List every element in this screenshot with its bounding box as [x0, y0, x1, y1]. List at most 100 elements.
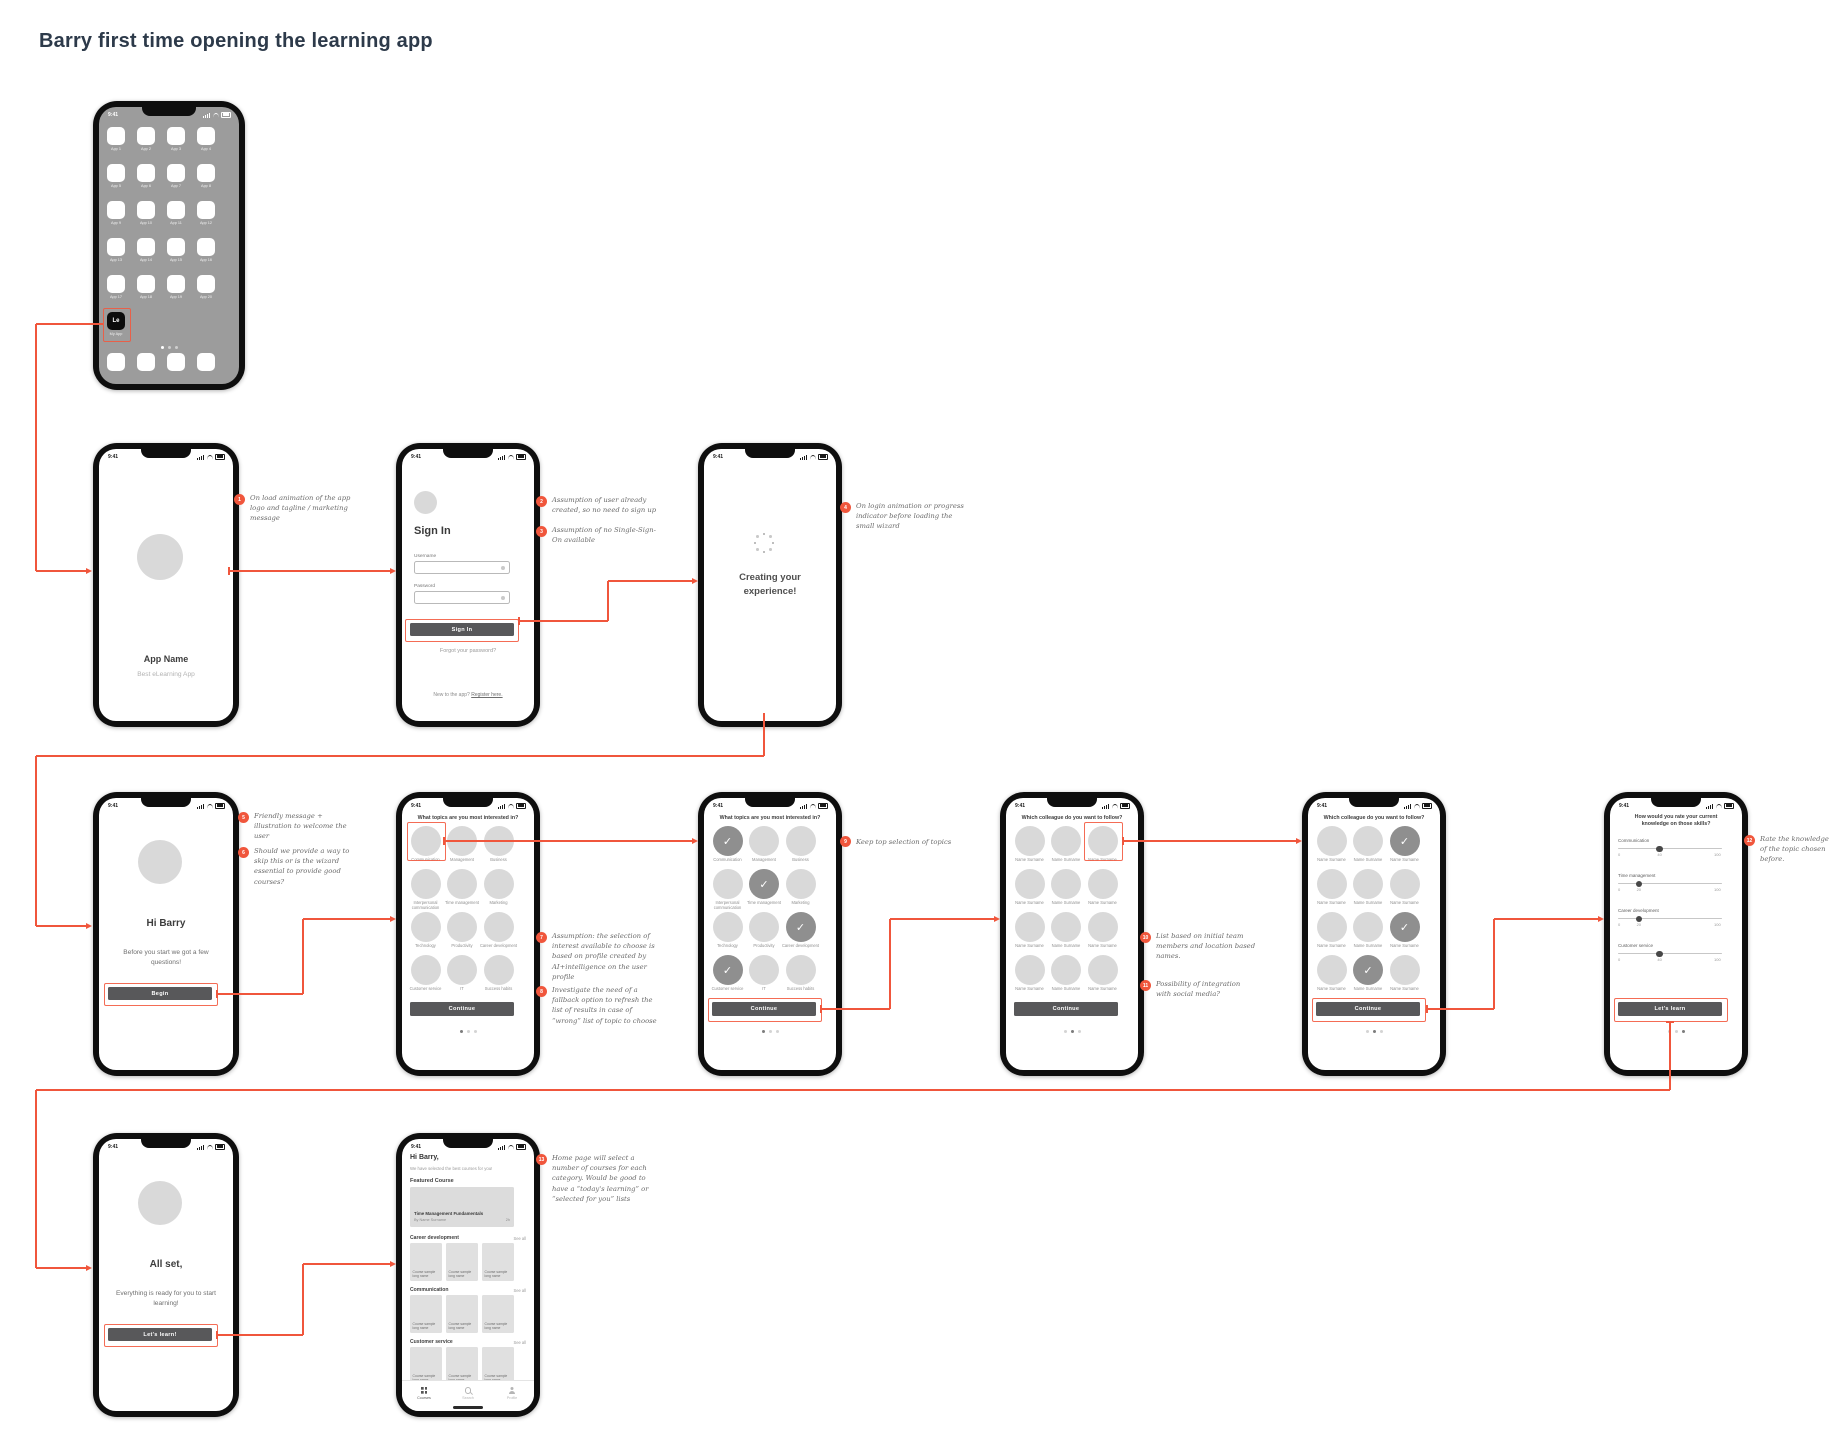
- colleague-circle[interactable]: [1353, 912, 1383, 942]
- topic-circle[interactable]: [447, 912, 477, 942]
- username-input[interactable]: [414, 561, 510, 574]
- learning-app-icon[interactable]: Le: [107, 312, 125, 330]
- topic-circle[interactable]: [785, 955, 816, 985]
- app-icon[interactable]: [167, 238, 185, 256]
- continue-button[interactable]: Continue: [712, 1002, 816, 1016]
- colleague-circle[interactable]: [1316, 869, 1347, 899]
- app-icon[interactable]: [107, 238, 125, 256]
- colleague-circle[interactable]: [1353, 826, 1383, 856]
- begin-button[interactable]: Begin: [108, 987, 212, 1000]
- colleague-circle[interactable]: [1316, 826, 1347, 856]
- app-icon[interactable]: [197, 238, 215, 256]
- colleague-circle[interactable]: [1014, 955, 1045, 985]
- slider-handle[interactable]: [1656, 950, 1663, 957]
- colleague-circle[interactable]: [1051, 869, 1081, 899]
- course-card[interactable]: Course sample long name: [446, 1347, 478, 1385]
- course-card[interactable]: Course sample long name: [482, 1347, 514, 1385]
- topic-circle[interactable]: [749, 955, 779, 985]
- topic-circle[interactable]: ✓: [712, 955, 743, 985]
- app-icon[interactable]: [137, 201, 155, 219]
- topic-circle[interactable]: [410, 826, 441, 856]
- lets-learn-button[interactable]: Let's learn!: [108, 1328, 212, 1341]
- slider-handle[interactable]: [1635, 880, 1643, 887]
- app-icon[interactable]: [107, 164, 125, 182]
- slider-track[interactable]: [1618, 848, 1722, 850]
- colleague-circle[interactable]: [1316, 955, 1347, 985]
- dock-app-icon[interactable]: [107, 353, 125, 371]
- course-card[interactable]: Course sample long name: [446, 1243, 478, 1281]
- colleague-circle[interactable]: [1087, 869, 1118, 899]
- continue-button[interactable]: Continue: [410, 1002, 514, 1016]
- see-all-link[interactable]: See all: [513, 1340, 526, 1345]
- see-all-link[interactable]: See all: [513, 1288, 526, 1293]
- tab-search[interactable]: Search: [446, 1381, 490, 1411]
- app-icon[interactable]: [197, 275, 215, 293]
- course-card[interactable]: Course sample long name: [446, 1295, 478, 1333]
- colleague-circle[interactable]: ✓: [1389, 912, 1420, 942]
- tab-profile[interactable]: Profile: [490, 1381, 534, 1411]
- topic-circle[interactable]: [483, 912, 514, 942]
- topic-circle[interactable]: [447, 955, 477, 985]
- slider-track[interactable]: [1618, 918, 1722, 920]
- course-card[interactable]: Course sample long name: [410, 1347, 442, 1385]
- app-icon[interactable]: [197, 164, 215, 182]
- app-icon[interactable]: [107, 201, 125, 219]
- forgot-password-link[interactable]: Forgot your password?: [439, 648, 497, 654]
- app-icon[interactable]: [167, 275, 185, 293]
- app-icon[interactable]: [137, 127, 155, 145]
- slider-handle[interactable]: [1635, 915, 1643, 922]
- topic-circle[interactable]: ✓: [712, 826, 743, 856]
- app-icon[interactable]: [107, 127, 125, 145]
- colleague-circle[interactable]: [1087, 955, 1118, 985]
- app-icon[interactable]: [167, 201, 185, 219]
- slider-track[interactable]: [1618, 953, 1722, 955]
- course-card[interactable]: Course sample long name: [410, 1243, 442, 1281]
- colleague-circle[interactable]: ✓: [1389, 826, 1420, 856]
- colleague-circle[interactable]: [1087, 826, 1118, 856]
- colleague-circle[interactable]: [1014, 869, 1045, 899]
- topic-circle[interactable]: [410, 955, 441, 985]
- app-icon[interactable]: [167, 127, 185, 145]
- topic-circle[interactable]: [712, 869, 743, 899]
- continue-button[interactable]: Continue: [1316, 1002, 1420, 1016]
- colleague-circle[interactable]: [1316, 912, 1347, 942]
- password-input[interactable]: [414, 591, 510, 604]
- app-icon[interactable]: [197, 201, 215, 219]
- app-icon[interactable]: [167, 164, 185, 182]
- tab-courses[interactable]: Courses: [402, 1381, 446, 1411]
- dock-app-icon[interactable]: [197, 353, 215, 371]
- colleague-circle[interactable]: [1353, 869, 1383, 899]
- course-card[interactable]: Course sample long name: [482, 1243, 514, 1281]
- colleague-circle[interactable]: [1389, 955, 1420, 985]
- colleague-circle[interactable]: [1389, 869, 1420, 899]
- course-card[interactable]: Course sample long name: [410, 1295, 442, 1333]
- dock-app-icon[interactable]: [167, 353, 185, 371]
- topic-circle[interactable]: ✓: [749, 869, 779, 899]
- topic-circle[interactable]: [785, 826, 816, 856]
- app-icon[interactable]: [107, 275, 125, 293]
- course-card[interactable]: Course sample long name: [482, 1295, 514, 1333]
- featured-course-card[interactable]: Time Management Fundamentals By Name Sur…: [410, 1187, 514, 1227]
- topic-circle[interactable]: [483, 869, 514, 899]
- continue-button[interactable]: Continue: [1014, 1002, 1118, 1016]
- slider-track[interactable]: [1618, 883, 1722, 885]
- topic-circle[interactable]: [410, 912, 441, 942]
- colleague-circle[interactable]: [1051, 955, 1081, 985]
- topic-circle[interactable]: [749, 912, 779, 942]
- colleague-circle[interactable]: ✓: [1353, 955, 1383, 985]
- see-all-link[interactable]: See all: [513, 1236, 526, 1241]
- sign-in-button[interactable]: Sign In: [410, 623, 514, 636]
- colleague-circle[interactable]: [1014, 826, 1045, 856]
- slider-handle[interactable]: [1656, 845, 1663, 852]
- topic-circle[interactable]: [410, 869, 441, 899]
- colleague-circle[interactable]: [1051, 826, 1081, 856]
- lets-learn-button[interactable]: Let's learn: [1618, 1002, 1722, 1016]
- colleague-circle[interactable]: [1087, 912, 1118, 942]
- topic-circle[interactable]: [483, 955, 514, 985]
- dock-app-icon[interactable]: [137, 353, 155, 371]
- topic-circle[interactable]: [712, 912, 743, 942]
- app-icon[interactable]: [137, 238, 155, 256]
- colleague-circle[interactable]: [1014, 912, 1045, 942]
- topic-circle[interactable]: [785, 869, 816, 899]
- colleague-circle[interactable]: [1051, 912, 1081, 942]
